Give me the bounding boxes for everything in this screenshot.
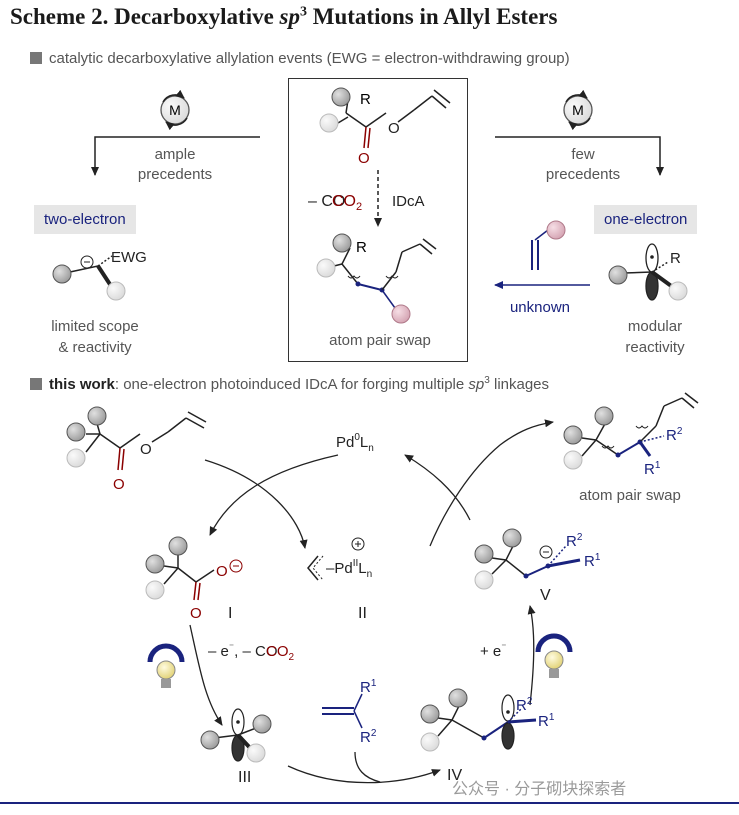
svg-text:IDcA: IDcA xyxy=(392,193,425,210)
label-ample: ample xyxy=(154,146,196,163)
metal-catalyst-icon-right: M xyxy=(563,89,593,131)
light-bulb-icon-right xyxy=(535,633,573,678)
svg-text:R1: R1 xyxy=(538,712,555,730)
arrow-right-branch xyxy=(495,136,664,176)
svg-text:R: R xyxy=(360,91,371,108)
svg-text:R1: R1 xyxy=(644,460,661,478)
svg-text:R1: R1 xyxy=(360,678,377,696)
arrow-IV-to-V xyxy=(527,605,536,706)
arrow-V-to-pd0 xyxy=(404,454,471,521)
svg-text:I: I xyxy=(228,605,232,622)
pd0-catalyst: Pd0Ln xyxy=(336,432,374,454)
pd-allyl-complex-II: –PdIILn II xyxy=(307,537,372,622)
label-oxidation: – e⁻, – CO xyxy=(208,642,278,660)
arrow-ester-to-II xyxy=(204,459,308,549)
badge-two-electron: two-electron xyxy=(34,205,136,234)
radical-IV: R2 R1 IV xyxy=(420,688,555,784)
svg-text:R: R xyxy=(670,250,681,267)
svg-text:R2: R2 xyxy=(566,532,583,550)
footer-rule xyxy=(0,802,739,804)
svg-text:–PdIILn: –PdIILn xyxy=(326,558,372,580)
arrow-alkene-add xyxy=(354,751,381,783)
svg-text:O: O xyxy=(140,441,152,458)
radical-III: III xyxy=(200,708,272,786)
metal-catalyst-icon-left: M xyxy=(160,89,190,131)
one-electron-radical: R xyxy=(608,243,688,301)
two-electron-species: EWG xyxy=(52,249,147,301)
svg-text:R2: R2 xyxy=(666,426,683,444)
watermark: 公众号 · 分子砌块探索者 xyxy=(452,781,627,798)
svg-text:O: O xyxy=(190,605,202,622)
svg-text:– CO: – CO xyxy=(308,193,345,210)
alkene-fragment-icon xyxy=(531,220,566,270)
svg-text:M: M xyxy=(169,102,181,118)
svg-text:O: O xyxy=(113,476,125,493)
scheme-title: Scheme 2. Decarboxylative sp3 Mutations … xyxy=(10,4,558,29)
svg-text:CO2: CO2 xyxy=(332,193,362,213)
svg-text:O: O xyxy=(216,563,228,580)
svg-text:R: R xyxy=(356,239,367,256)
label-modular: modular xyxy=(627,318,683,335)
arrow-I-to-III xyxy=(189,624,223,726)
svg-text:R1: R1 xyxy=(584,552,601,570)
arrow-II-to-V xyxy=(429,419,554,547)
arrow-III-to-IV xyxy=(287,765,441,784)
bullet-square-icon xyxy=(30,378,42,390)
light-bulb-icon-left xyxy=(147,643,185,688)
svg-text:R2: R2 xyxy=(360,728,377,746)
carboxylate-I: O O I xyxy=(145,536,243,622)
section-header-catalytic: catalytic decarboxylative allylation eve… xyxy=(30,50,570,67)
svg-text:CO2: CO2 xyxy=(266,643,295,663)
svg-text:III: III xyxy=(238,769,251,786)
section-header-this-work: this work: one-electron photoinduced IDc… xyxy=(30,375,549,393)
alkene-reagent: R1 R2 xyxy=(322,678,377,746)
svg-text:M: M xyxy=(572,102,584,118)
svg-text:R2: R2 xyxy=(516,696,533,714)
arrow-pd0-to-I xyxy=(209,454,339,536)
svg-text:II: II xyxy=(358,605,367,622)
cycle-product-structure: R2 R1 xyxy=(563,392,699,478)
starting-allyl-ester: O O xyxy=(66,406,207,493)
swapped-product-structure: R xyxy=(316,233,437,324)
label-reactivity-left: & reactivity xyxy=(58,339,132,356)
center-box xyxy=(288,78,468,362)
label-reactivity-right: reactivity xyxy=(625,339,685,356)
allyl-ester-structure: R O O xyxy=(319,87,451,167)
label-limited-scope: limited scope xyxy=(51,318,139,335)
svg-text:O: O xyxy=(358,150,370,167)
arrow-left-branch xyxy=(91,136,260,176)
svg-text:V: V xyxy=(540,587,551,604)
svg-text:O: O xyxy=(388,120,400,137)
label-few: few xyxy=(571,146,595,163)
label-precedents-right: precedents xyxy=(545,166,621,183)
label-reduction: + e⁻ xyxy=(480,642,507,660)
carbanion-V: R2 R1 V xyxy=(474,528,601,604)
svg-text:IV: IV xyxy=(447,767,462,784)
label-atom-pair-swap-box: atom pair swap xyxy=(329,332,431,349)
bullet-square-icon xyxy=(30,52,42,64)
label-unknown: unknown xyxy=(509,299,571,316)
badge-one-electron: one-electron xyxy=(594,205,698,234)
svg-text:EWG: EWG xyxy=(111,249,147,266)
label-atom-pair-swap-product: atom pair swap xyxy=(579,487,681,504)
label-precedents-left: precedents xyxy=(137,166,213,183)
